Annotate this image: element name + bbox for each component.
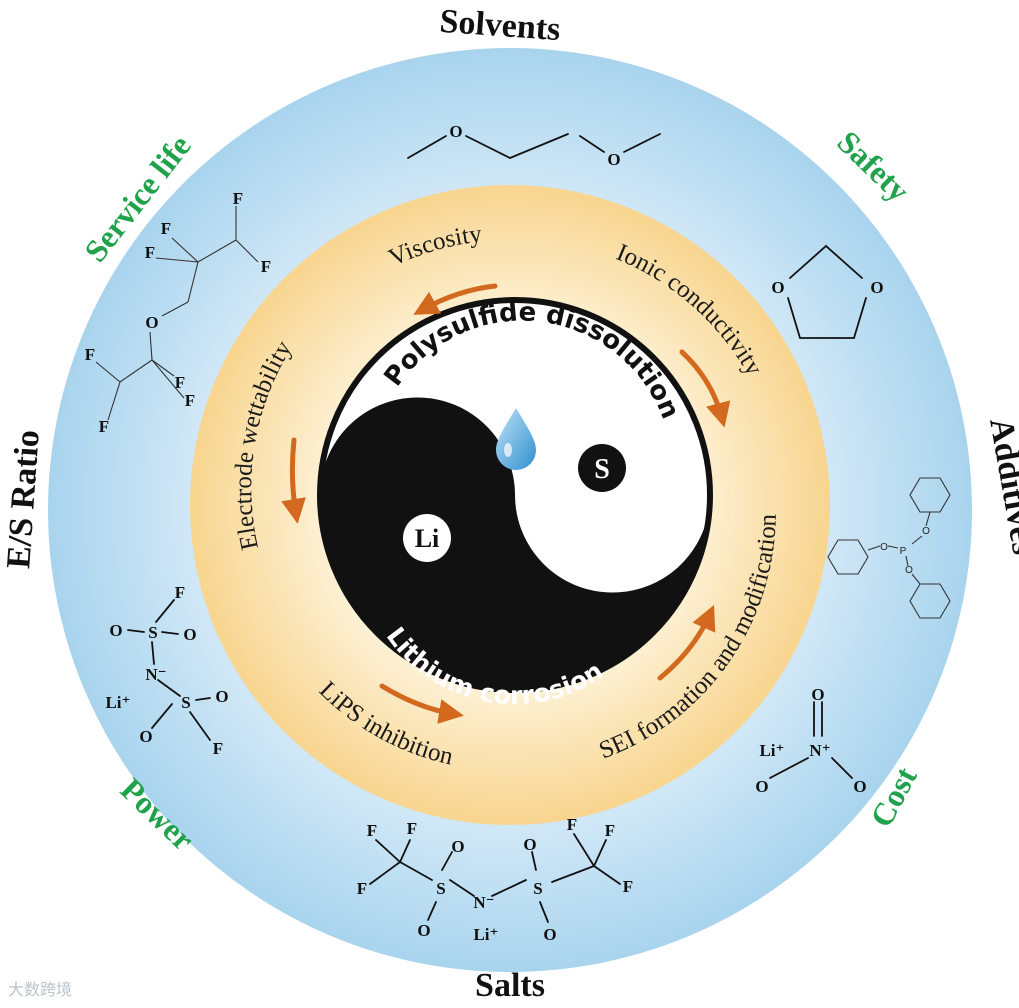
atom-f: F xyxy=(357,879,367,898)
atom-li-plus: Li⁺ xyxy=(105,693,130,712)
atom-o: O xyxy=(607,150,620,169)
category-solvents: Solvents xyxy=(438,3,561,48)
atom-o: O xyxy=(451,837,464,856)
atom-f: F xyxy=(161,219,171,238)
atom-f: F xyxy=(233,189,243,208)
atom-o: O xyxy=(417,921,430,940)
lino3-molecule: O Li⁺ N⁺ O O xyxy=(755,685,866,796)
atom-li-plus: Li⁺ xyxy=(473,925,498,944)
anode-label: Li xyxy=(415,524,440,553)
dol-molecule: O O xyxy=(771,244,884,339)
atom-f: F xyxy=(623,877,633,896)
curved-arrow-icon xyxy=(281,283,731,724)
category-salts: Salts xyxy=(475,967,545,1004)
atom-o: O xyxy=(139,727,152,746)
atom-f: F xyxy=(145,243,155,262)
tpp-molecule: O O P O xyxy=(827,477,951,619)
atom-f: F xyxy=(185,391,195,410)
atom-f: F xyxy=(85,345,95,364)
arrow-ionic xyxy=(679,349,731,428)
atom-li-plus: Li⁺ xyxy=(759,741,784,760)
tte-molecule: F F F F O F F F F xyxy=(85,189,271,436)
atom-f: F xyxy=(213,739,223,758)
arrow-sei xyxy=(657,604,716,681)
atom-o: O xyxy=(109,621,122,640)
atom-o: O xyxy=(145,313,158,332)
atom-f: F xyxy=(407,819,417,838)
atom-o: O xyxy=(449,122,462,141)
atom-o: O xyxy=(523,835,536,854)
atom-n-minus: N⁻ xyxy=(473,893,494,912)
atom-f: F xyxy=(175,583,185,602)
arrow-wettability xyxy=(281,437,306,524)
yin-yang xyxy=(317,297,713,693)
cathode-label: S xyxy=(594,454,610,485)
atom-s: S xyxy=(181,693,190,712)
arrow-lips xyxy=(379,683,464,724)
atom-f: F xyxy=(99,417,109,436)
atom-n-minus: N⁻ xyxy=(145,665,166,684)
atom-f: F xyxy=(605,821,615,840)
atom-o: O xyxy=(880,542,888,553)
atom-s: S xyxy=(436,879,445,898)
droplet-highlight xyxy=(504,443,512,457)
dme-molecule: O O xyxy=(407,122,661,169)
atom-s: S xyxy=(148,623,157,642)
lithium-anode-dot xyxy=(403,514,451,562)
atom-o: O xyxy=(870,278,883,297)
atom-o: O xyxy=(183,625,196,644)
category-additives: Additives xyxy=(982,415,1019,557)
atom-o: O xyxy=(811,685,824,704)
arrow-viscosity xyxy=(413,283,498,315)
atom-s: S xyxy=(533,879,542,898)
watermark: 大数跨境 xyxy=(8,980,73,999)
atom-f: F xyxy=(261,257,271,276)
atom-p: P xyxy=(900,546,907,557)
atom-f: F xyxy=(175,373,185,392)
atom-o: O xyxy=(543,925,556,944)
atom-o: O xyxy=(853,777,866,796)
atom-f: F xyxy=(567,815,577,834)
atom-o: O xyxy=(905,565,913,576)
atom-o: O xyxy=(922,526,930,537)
category-es-ratio: E/S Ratio xyxy=(0,429,47,570)
litfsi-molecule: F F F S O O N⁻ Li⁺ S O O F F F xyxy=(357,815,633,944)
lifsi-molecule: O S O F N⁻ Li⁺ S O O F xyxy=(105,583,228,758)
sulfur-cathode-dot xyxy=(578,444,626,492)
atom-o: O xyxy=(215,687,228,706)
atom-f: F xyxy=(367,821,377,840)
atom-o: O xyxy=(755,777,768,796)
atom-o: O xyxy=(771,278,784,297)
atom-n-plus: N⁺ xyxy=(809,741,830,760)
